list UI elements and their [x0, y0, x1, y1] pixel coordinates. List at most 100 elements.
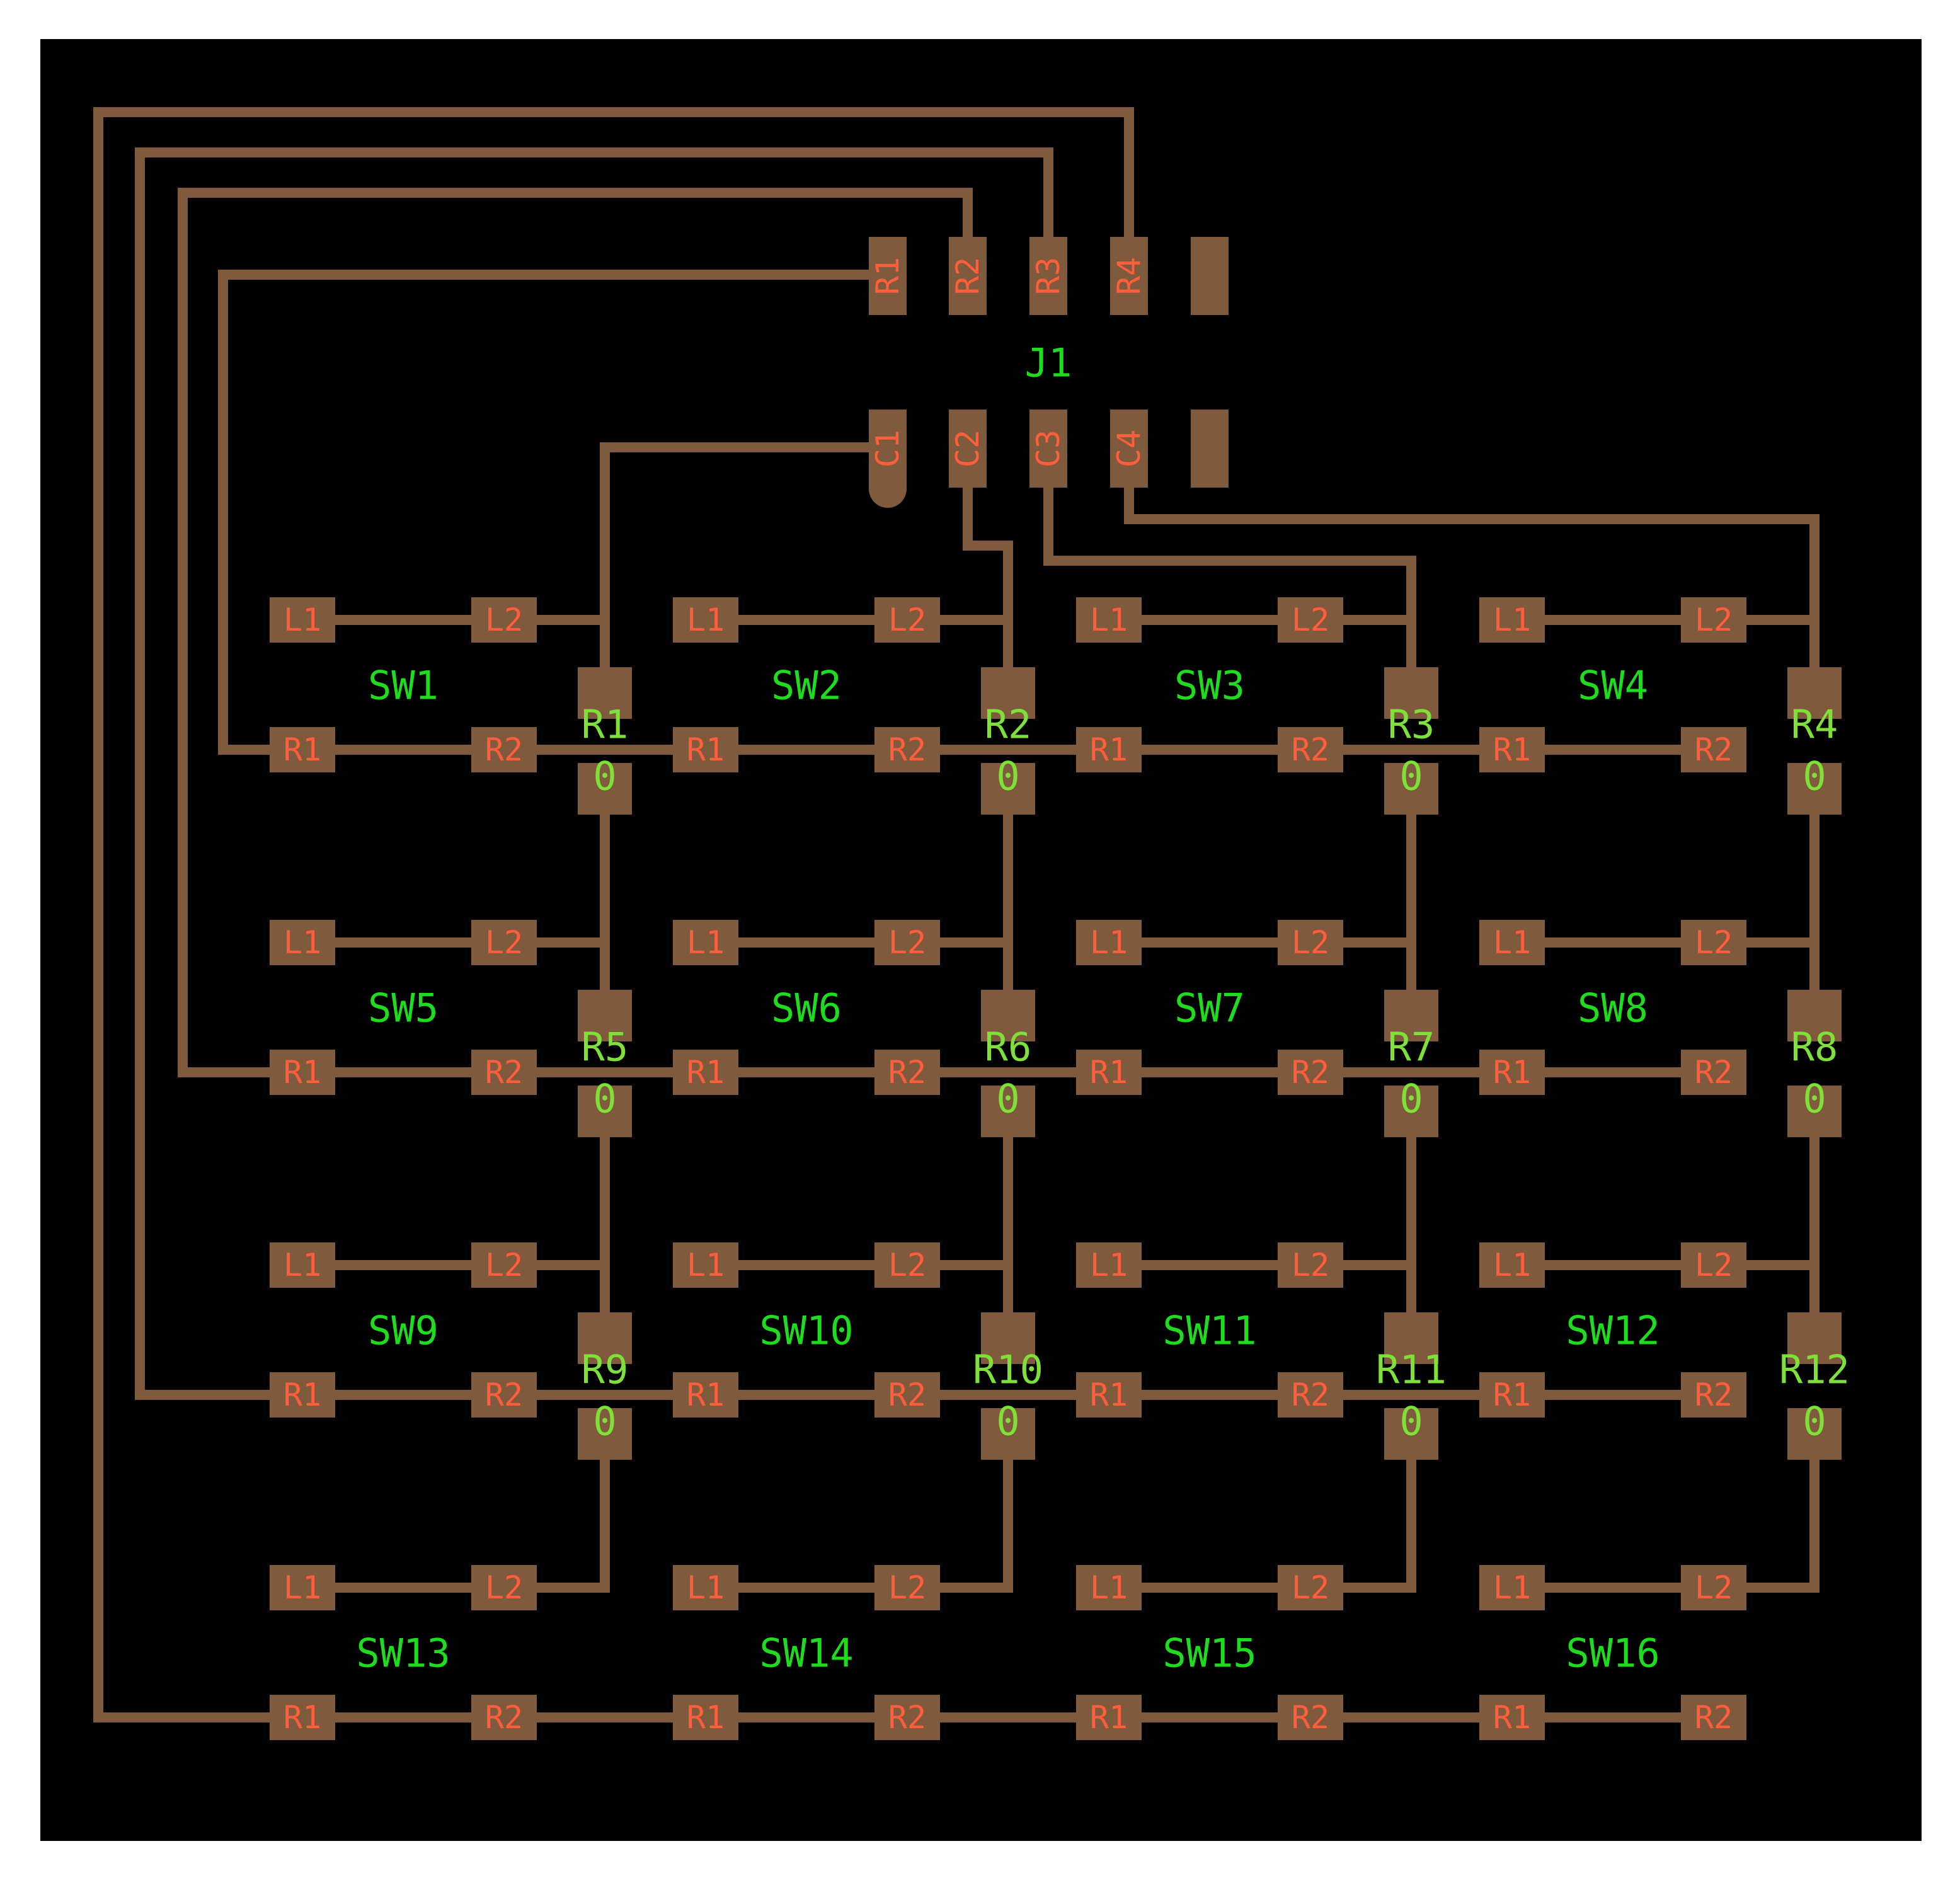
resistor-pad	[981, 763, 1035, 815]
trace-col3	[1043, 474, 1416, 698]
switch-pad-label: L2	[1292, 1247, 1329, 1283]
resistor-pad	[1787, 1312, 1842, 1364]
switch-pad	[1479, 1695, 1545, 1740]
switch-pad-label: R1	[284, 731, 321, 768]
switch-pad	[1681, 920, 1746, 965]
resistor-ref-label: R7	[1388, 1024, 1435, 1070]
resistor-pad	[1787, 1086, 1842, 1137]
trace-row1	[218, 270, 893, 755]
switch-pad-label: L2	[485, 602, 523, 638]
switch-pad-label: R1	[687, 731, 725, 768]
switch-pad-label: L1	[284, 924, 321, 961]
resistor-value-label: 0	[1802, 754, 1826, 800]
switch-pad-label: L1	[1090, 602, 1128, 638]
resistor-value-label: 0	[593, 754, 616, 800]
switch-pad	[270, 1372, 335, 1418]
switch-pad	[270, 1050, 335, 1095]
resistor-value-label: 0	[593, 1076, 616, 1122]
switch-pad	[1076, 1372, 1142, 1418]
switch-pad	[1479, 1050, 1545, 1095]
switch-pad	[673, 597, 738, 643]
switch-pad	[270, 920, 335, 965]
switch-pad-label: R2	[1292, 1699, 1329, 1736]
switch-pad	[1278, 727, 1343, 772]
switch-pad-label: R1	[687, 1377, 725, 1413]
connector-ref-label: J1	[1025, 340, 1072, 386]
connector-pin-label: R2	[949, 257, 986, 295]
switch-pad-label: L2	[1292, 924, 1329, 961]
resistor-ref-label: R6	[985, 1024, 1032, 1070]
trace-row3	[135, 147, 1053, 1400]
switch-pad	[1076, 1050, 1142, 1095]
switch-ref-label: SW9	[368, 1308, 438, 1354]
connector-pin-label: C3	[1030, 430, 1067, 467]
switch-pad	[874, 920, 940, 965]
resistor-ref-label: R9	[582, 1347, 629, 1393]
switch-pad-label: R1	[1493, 1377, 1531, 1413]
switch-pad	[270, 727, 335, 772]
resistor-pad	[578, 990, 632, 1041]
connector-pin-label: R3	[1030, 257, 1067, 295]
switch-pad	[270, 1565, 335, 1610]
resistor-pad	[578, 763, 632, 815]
switch-pad-label: R2	[1292, 1377, 1329, 1413]
switch-pad	[471, 920, 537, 965]
resistor-pad	[578, 667, 632, 719]
resistor-value-label: 0	[1399, 1076, 1423, 1122]
switch-pad	[270, 1242, 335, 1288]
switch-pad	[1076, 1695, 1142, 1740]
switch-pad-label: L1	[284, 1247, 321, 1283]
switch-pad-label: L2	[1695, 1569, 1733, 1606]
connector-pad	[1029, 237, 1067, 315]
switch-pad	[673, 727, 738, 772]
switch-pad-label: R1	[1090, 731, 1128, 768]
switch-pad-label: R2	[1695, 731, 1733, 768]
switch-pad-label: L1	[687, 1247, 725, 1283]
resistor-ref-label: R2	[985, 702, 1032, 748]
connector-pin-label: R1	[869, 257, 906, 295]
switch-pad	[1278, 1372, 1343, 1418]
resistor-pad	[981, 1408, 1035, 1460]
switch-ref-label: SW6	[771, 985, 842, 1031]
resistor-ref-label: R3	[1388, 702, 1435, 748]
switch-pad-label: R2	[485, 1377, 523, 1413]
switch-pad-label: L1	[1493, 924, 1531, 961]
switch-pad	[1479, 920, 1545, 965]
switch-pad-label: R1	[1090, 1054, 1128, 1091]
switch-pad-label: R1	[687, 1699, 725, 1736]
connector-pin-label: C1	[869, 430, 906, 467]
switch-pad-label: L2	[1292, 1569, 1329, 1606]
switch-pad	[1278, 920, 1343, 965]
switch-pad-label: L2	[1695, 1247, 1733, 1283]
resistor-value-label: 0	[996, 754, 1019, 800]
resistor-pad	[1787, 667, 1842, 719]
connector-pin-label: C2	[949, 430, 986, 467]
resistor-ref-label: R5	[582, 1024, 629, 1070]
switch-pad-label: R2	[888, 1377, 926, 1413]
switch-ref-label: SW13	[356, 1631, 450, 1677]
resistor-value-label: 0	[1802, 1399, 1826, 1445]
switch-ref-label: SW5	[368, 985, 438, 1031]
switch-pad-label: L1	[1090, 924, 1128, 961]
resistor-pad	[1787, 1408, 1842, 1460]
switch-ref-label: SW16	[1566, 1631, 1659, 1677]
switch-pad	[874, 727, 940, 772]
switch-pad	[1278, 1050, 1343, 1095]
switch-pad	[673, 1695, 738, 1740]
switch-pad-label: L2	[888, 1569, 926, 1606]
copper-pads	[270, 237, 1842, 1740]
switch-ref-label: SW12	[1566, 1308, 1659, 1354]
resistor-pad	[578, 1086, 632, 1137]
resistor-pad	[981, 990, 1035, 1041]
resistor-value-label: 0	[1802, 1076, 1826, 1122]
switch-pad	[874, 1565, 940, 1610]
switch-pad-label: L2	[485, 1569, 523, 1606]
connector-pad	[1029, 410, 1067, 488]
switch-pad-label: L1	[284, 1569, 321, 1606]
resistor-pad	[981, 1312, 1035, 1364]
switch-pad-label: R1	[1090, 1699, 1128, 1736]
connector-pad	[1110, 237, 1148, 315]
switch-pad-label: R2	[1695, 1054, 1733, 1091]
switch-pad	[1681, 1372, 1746, 1418]
